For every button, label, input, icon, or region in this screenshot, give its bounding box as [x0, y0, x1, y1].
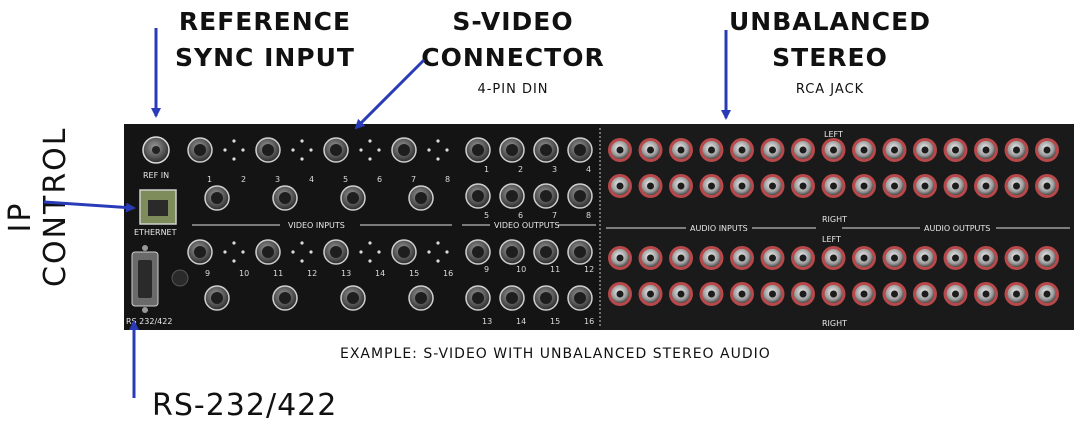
video-output-number: 5 — [484, 211, 489, 220]
video-output-number: 16 — [584, 317, 594, 326]
video-input-number: 10 — [239, 269, 249, 278]
video-input-number: 1 — [207, 175, 212, 184]
unbalanced-callout: UNBALANCED STEREO RCA JACK — [720, 4, 940, 108]
video-input-number: 14 — [375, 269, 385, 278]
video-input-number: 13 — [341, 269, 351, 278]
video-output-number: 4 — [586, 165, 591, 174]
video-output-number: 2 — [518, 165, 523, 174]
video-output-number: 9 — [484, 265, 489, 274]
left-label-top: LEFT — [824, 130, 843, 139]
video-output-number: 3 — [552, 165, 557, 174]
video-output-number: 15 — [550, 317, 560, 326]
video-output-number: 12 — [584, 265, 594, 274]
video-output-number: 1 — [484, 165, 489, 174]
video-output-number: 7 — [552, 211, 557, 220]
grounding-screw — [171, 269, 189, 287]
left-label-bottom: LEFT — [822, 235, 841, 244]
svideo-line1: S-VIDEO — [452, 7, 574, 36]
unbalanced-sub: RCA JACK — [795, 82, 865, 97]
video-inputs-label: VIDEO INPUTS — [288, 221, 345, 230]
video-input-number: 16 — [443, 269, 453, 278]
svideo-line2: CONNECTOR — [421, 43, 605, 72]
reference-sync-callout: REFERENCE SYNC INPUT — [170, 4, 360, 76]
audio-outputs-label: AUDIO OUTPUTS — [924, 224, 990, 233]
video-input-number: 11 — [273, 269, 283, 278]
video-output-number: 6 — [518, 211, 523, 220]
video-outputs-label: VIDEO OUTPUTS — [494, 221, 560, 230]
video-input-number: 6 — [377, 175, 382, 184]
unbalanced-line2: STEREO — [772, 43, 888, 72]
right-label-bottom: RIGHT — [822, 319, 847, 328]
video-input-number: 8 — [445, 175, 450, 184]
reference-sync-line2: SYNC INPUT — [175, 43, 355, 72]
video-input-number: 15 — [409, 269, 419, 278]
video-input-number: 7 — [411, 175, 416, 184]
video-input-number: 5 — [343, 175, 348, 184]
ref-in-label: REF IN — [143, 171, 169, 180]
video-input-number: 3 — [275, 175, 280, 184]
video-output-number: 14 — [516, 317, 526, 326]
rs232-callout: RS-232/422 — [152, 388, 338, 423]
right-label-top: RIGHT — [822, 215, 847, 224]
video-output-number: 11 — [550, 265, 560, 274]
ref-in-bnc-connector — [142, 136, 170, 164]
video-input-number: 2 — [241, 175, 246, 184]
svideo-sub: 4-PIN DIN — [477, 82, 549, 97]
ethernet-label: ETHERNET — [134, 228, 177, 237]
connector-array — [187, 137, 1059, 311]
video-input-number: 12 — [307, 269, 317, 278]
audio-inputs-label: AUDIO INPUTS — [690, 224, 748, 233]
video-output-number: 10 — [516, 265, 526, 274]
video-output-number: 8 — [586, 211, 591, 220]
svideo-callout: S-VIDEO CONNECTOR 4-PIN DIN — [418, 4, 608, 108]
unbalanced-line1: UNBALANCED — [728, 7, 931, 36]
video-input-number: 4 — [309, 175, 314, 184]
video-input-number: 9 — [205, 269, 210, 278]
example-caption: EXAMPLE: S-VIDEO WITH UNBALANCED STEREO … — [340, 346, 771, 362]
rs232-db9-port — [131, 245, 159, 313]
rs232-port-label: RS 232/422 — [126, 317, 172, 326]
reference-sync-line1: REFERENCE — [178, 7, 352, 36]
video-output-number: 13 — [482, 317, 492, 326]
